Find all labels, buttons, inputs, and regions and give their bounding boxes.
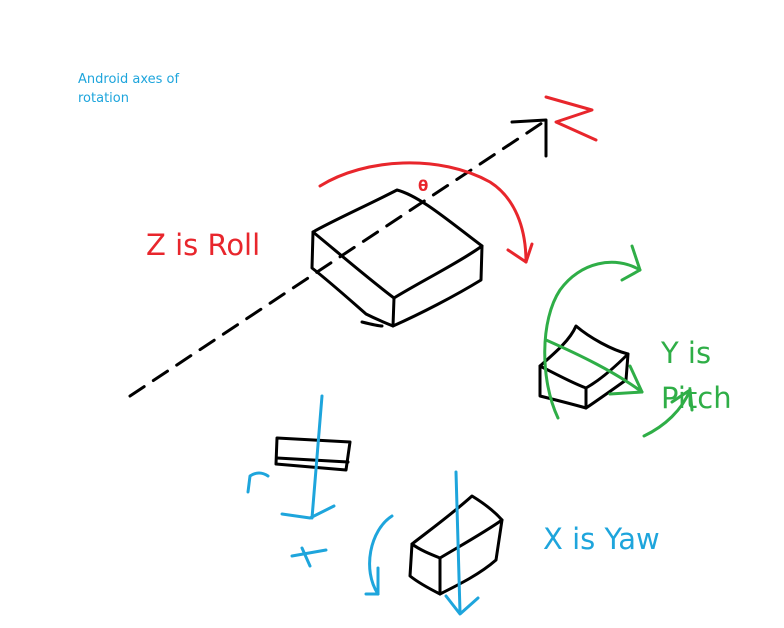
z-axis-dashed-line — [128, 119, 547, 398]
z-axis-letter — [544, 95, 598, 142]
pitch-label-text: Y is Pitch — [661, 336, 732, 415]
yaw-rotation-arrow — [368, 514, 394, 596]
pitch-rotation-arrow-lower — [642, 388, 692, 438]
yaw-label: X is Yaw — [543, 522, 660, 556]
theta-symbol: θ — [418, 177, 428, 195]
pitch-rotation-arrow-upper — [543, 260, 642, 420]
roll-box-right-side — [391, 244, 484, 328]
yaw-reference-arrowhead — [280, 504, 336, 520]
yaw-reference-axis — [310, 394, 324, 520]
yaw-box-side — [438, 518, 504, 596]
roll-box-bottom-mark — [360, 320, 384, 328]
yaw-rotation-arrowhead — [364, 566, 380, 596]
roll-box — [310, 188, 484, 328]
pitch-rotation-arrowhead-lower — [670, 388, 694, 412]
pitch-box — [538, 324, 630, 410]
diagram-caption: Android axes of rotation — [78, 72, 180, 106]
yaw-reference-box — [274, 436, 352, 472]
yaw-reference-curl — [246, 471, 270, 494]
z-axis-arrowhead — [510, 118, 548, 158]
roll-box-left-side — [310, 230, 396, 328]
yaw-reference-box-line — [275, 456, 350, 464]
roll-rotation-arrow — [318, 161, 528, 264]
yaw-reference-box-outline — [274, 436, 352, 472]
pitch-axis-line — [544, 338, 644, 394]
pitch-label: Y is Pitch — [661, 286, 732, 421]
yaw-x-mark — [290, 546, 328, 568]
roll-label: Z is Roll — [146, 228, 261, 262]
roll-box-top — [311, 188, 484, 300]
yaw-axis — [454, 470, 462, 614]
yaw-box — [408, 494, 504, 596]
pitch-rotation-arrowhead-upper — [620, 244, 642, 282]
roll-arrowhead — [506, 242, 534, 264]
pitch-axis-arrowhead — [608, 364, 644, 396]
yaw-axis-arrowhead — [444, 594, 480, 616]
